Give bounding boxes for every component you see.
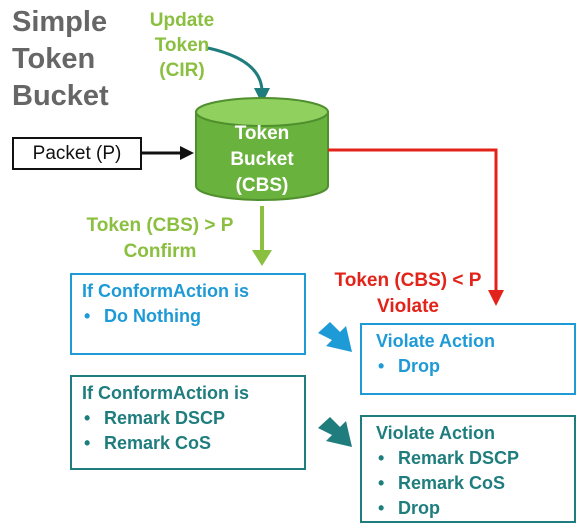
box-list: Remark DSCP Remark CoS [82, 406, 304, 456]
box-item: Remark CoS [376, 471, 574, 496]
violate-action-box-2: Violate Action Remark DSCP Remark CoS Dr… [360, 415, 576, 523]
bucket-line: Token [234, 123, 290, 144]
conform-action-box-1: If ConformAction is Do Nothing [70, 273, 306, 355]
update-line: Update [149, 10, 215, 31]
box-item: Do Nothing [82, 304, 304, 329]
token-bucket-label: Token Bucket (CBS) [196, 121, 328, 199]
confirm-line: Confirm [123, 241, 197, 262]
update-arrowhead [254, 88, 270, 104]
violate-arrow [328, 148, 498, 290]
packet-arrowhead [180, 146, 194, 160]
token-bucket-cylinder [195, 97, 329, 201]
box-list: Do Nothing [82, 304, 304, 329]
box-item: Drop [376, 496, 574, 521]
box-item: Drop [376, 354, 574, 379]
box-heading: If ConformAction is [82, 281, 249, 301]
bucket-line: Bucket [230, 149, 294, 170]
confirm-line: Token (CBS) > P [86, 215, 234, 236]
title-line: Token [12, 43, 96, 75]
box-item: Remark DSCP [376, 446, 574, 471]
violate-arrowhead [488, 290, 504, 306]
diagram-title: Simple Token Bucket [12, 4, 152, 115]
update-arrow [207, 46, 264, 93]
blue-block-arrow [318, 322, 352, 352]
box-heading: Violate Action [376, 331, 496, 351]
conform-action-box-2: If ConformAction is Remark DSCP Remark C… [70, 375, 306, 470]
update-line: Token [154, 35, 210, 56]
violate-line: Token (CBS) < P [334, 270, 482, 291]
confirm-label: Token (CBS) > P Confirm [70, 213, 250, 265]
box-heading: Violate Action [376, 423, 496, 443]
packet-box: Packet (P) [12, 137, 142, 170]
update-token-label: Update Token (CIR) [137, 8, 227, 83]
box-item: Remark CoS [82, 431, 304, 456]
box-list: Remark DSCP Remark CoS Drop [376, 446, 574, 521]
update-line: (CIR) [159, 60, 205, 81]
violate-action-box-1: Violate Action Drop [360, 323, 576, 395]
violate-line: Violate [377, 296, 439, 317]
teal-block-arrow [318, 417, 352, 447]
box-item: Remark DSCP [82, 406, 304, 431]
title-line: Simple [12, 6, 108, 38]
box-list: Drop [376, 354, 574, 379]
title-line: Bucket [12, 80, 109, 112]
box-heading: If ConformAction is [82, 383, 249, 403]
confirm-arrowhead [252, 250, 272, 266]
violate-label: Token (CBS) < P Violate [318, 268, 498, 320]
bucket-line: (CBS) [235, 175, 289, 196]
